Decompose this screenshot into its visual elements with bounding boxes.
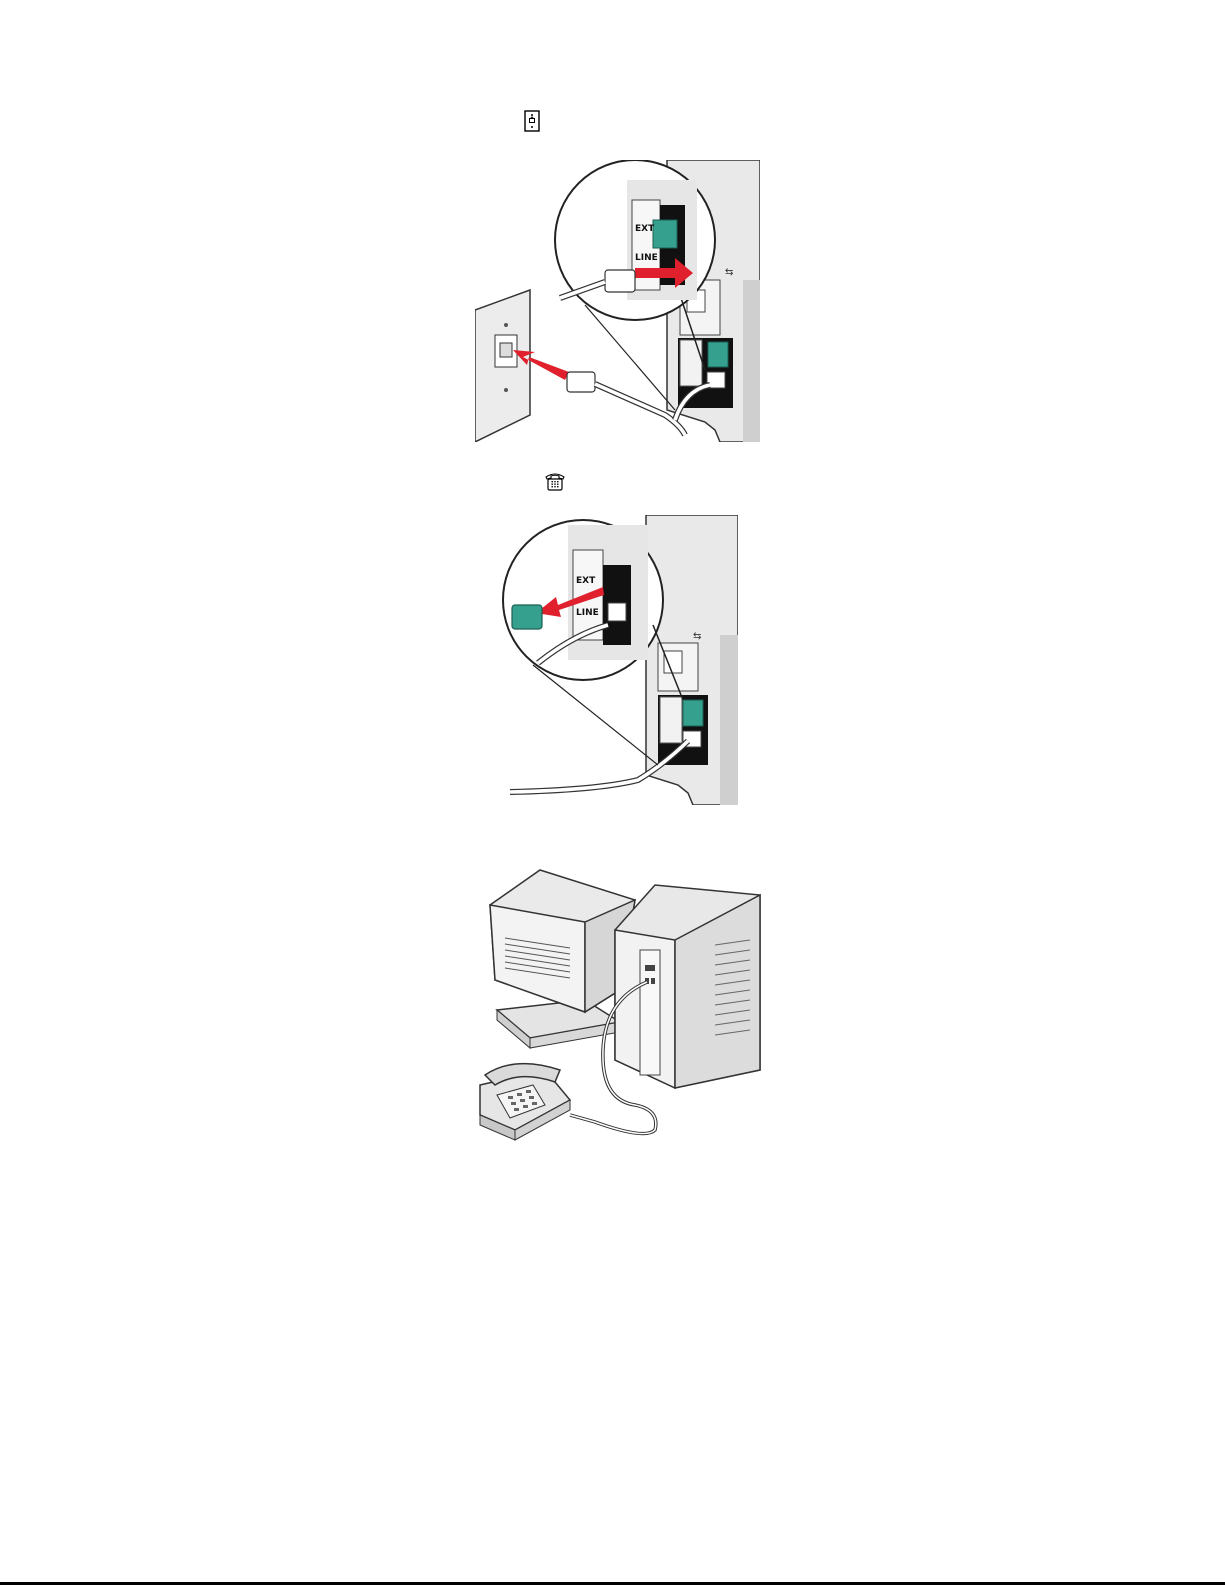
telephone-port-icon <box>543 470 567 492</box>
computer-and-telephone-illustration <box>475 860 770 1145</box>
remove-ext-plug-illustration: ⇆ EXT LINE <box>498 515 738 805</box>
svg-text:⇆: ⇆ <box>725 267 733 278</box>
ext-port-label: EXT <box>635 224 655 234</box>
line-port-label: LINE <box>576 608 599 618</box>
svg-text:⇆: ⇆ <box>693 631 701 642</box>
wall-jack-to-line-port-illustration: ⇆ EXT LINE <box>475 160 760 442</box>
line-port-icon <box>524 110 540 132</box>
line-port-label: LINE <box>635 253 658 263</box>
ext-port-label: EXT <box>576 576 596 586</box>
